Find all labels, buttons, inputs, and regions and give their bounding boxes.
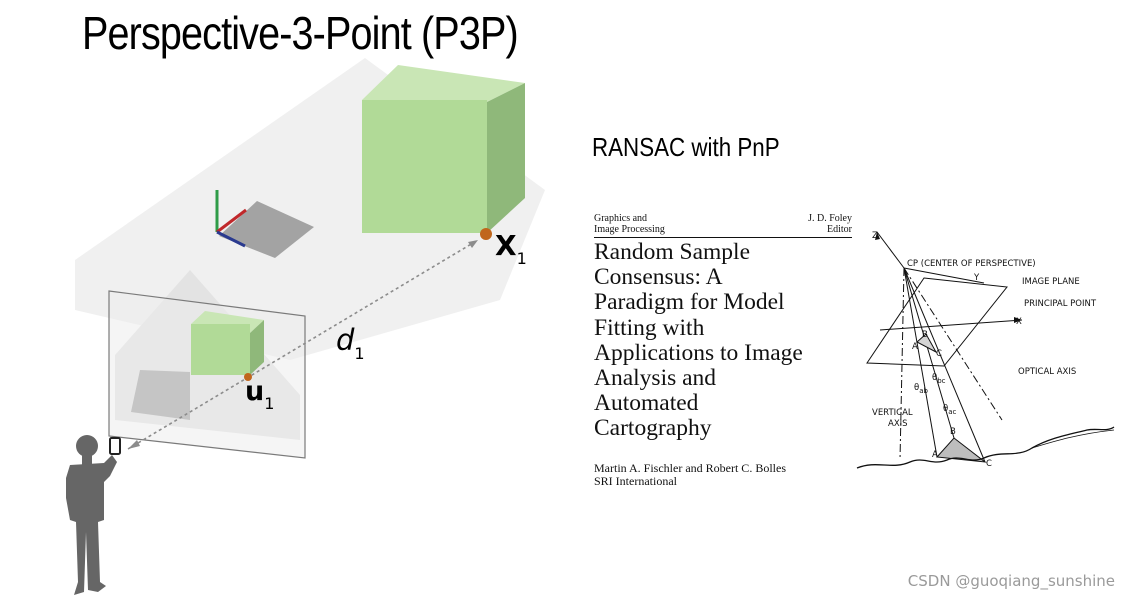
paper-excerpt: Graphics and Image Processing J. D. Fole…: [594, 213, 852, 488]
svg-text:A: A: [912, 342, 918, 352]
slide-title: Perspective-3-Point (P3P): [82, 7, 519, 59]
ransac-heading: RANSAC with PnP: [592, 132, 780, 162]
svg-text:CP (CENTER OF PERSPECTIVE): CP (CENTER OF PERSPECTIVE): [907, 259, 1036, 269]
paper-header: Graphics and Image Processing J. D. Fole…: [594, 213, 852, 238]
coordinate-axes-icon: [215, 190, 247, 248]
world-cube: [362, 65, 525, 233]
svg-text:A: A: [932, 450, 938, 460]
svg-text:IMAGE PLANE: IMAGE PLANE: [1022, 277, 1080, 287]
projection-ray: [127, 239, 479, 450]
svg-text:θac: θac: [943, 404, 956, 416]
svg-text:Y: Y: [973, 273, 980, 283]
p3p-geometry-figure: Z CP (CENTER OF PERSPECTIVE) Y IMAGE PLA…: [856, 231, 1115, 469]
world-point-marker: [480, 228, 492, 240]
svg-text:X: X: [1016, 317, 1022, 327]
svg-text:OPTICAL AXIS: OPTICAL AXIS: [1018, 367, 1076, 377]
projected-cube: [191, 311, 264, 375]
svg-text:B: B: [950, 427, 956, 437]
paper-authors: Martin A. Fischler and Robert C. Bolles …: [594, 460, 786, 488]
figure-image-plane: [866, 277, 1008, 367]
world-point-label: X1: [495, 229, 527, 268]
svg-text:VERTICAL: VERTICAL: [872, 408, 913, 418]
watermark: CSDN @guoqiang_sunshine: [907, 572, 1115, 590]
image-plane-quad: [131, 370, 190, 420]
p3p-scene-illustration: X1 u1 d1: [66, 58, 545, 595]
svg-text:Z: Z: [872, 231, 878, 241]
svg-text:C: C: [986, 459, 992, 469]
person-silhouette: [66, 435, 121, 595]
distance-label: d1: [336, 323, 365, 363]
svg-text:θbc: θbc: [932, 373, 946, 385]
svg-text:PRINCIPAL POINT: PRINCIPAL POINT: [1024, 299, 1097, 309]
svg-text:C: C: [936, 349, 942, 359]
paper-editor: J. D. Foley Editor: [808, 213, 852, 235]
svg-text:θab: θab: [914, 383, 928, 395]
paper-section: Graphics and Image Processing: [594, 213, 665, 235]
image-point-marker: [244, 373, 252, 381]
svg-text:AXIS: AXIS: [888, 419, 908, 429]
svg-text:B: B: [922, 330, 928, 340]
image-point-label: u1: [245, 376, 274, 413]
paper-title: Random Sample Consensus: A Paradigm for …: [594, 239, 803, 442]
terrain-line: [856, 426, 1115, 469]
